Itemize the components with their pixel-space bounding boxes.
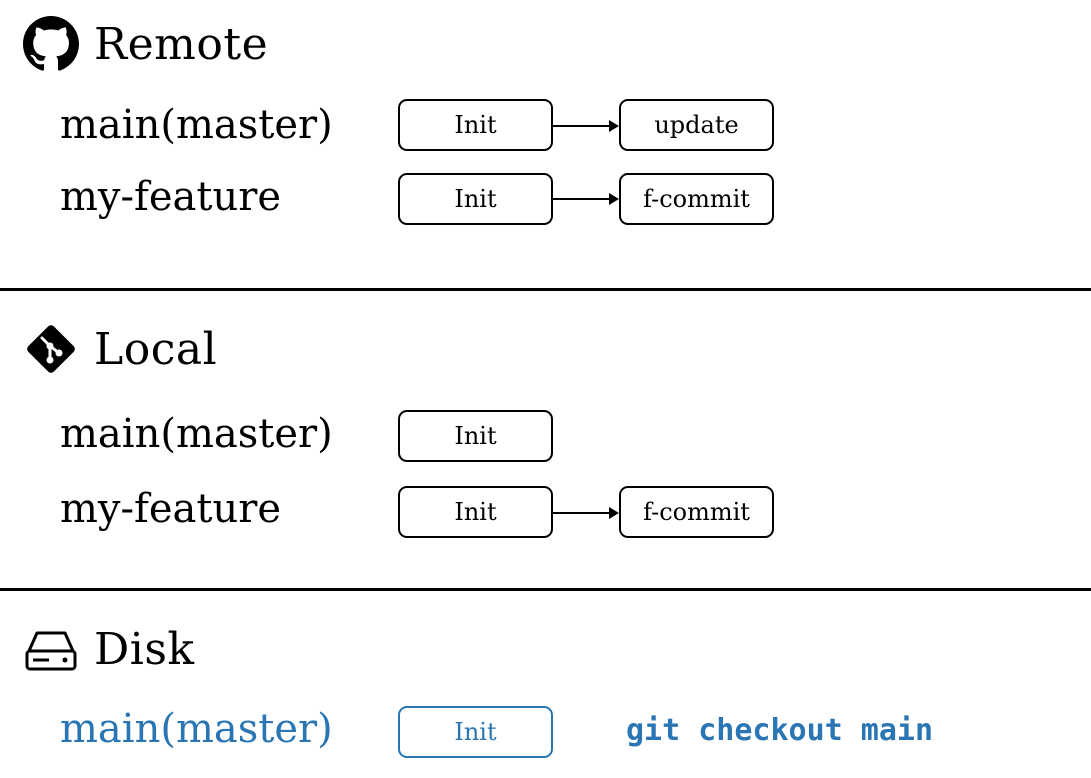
remote-branch-feature-label: my-feature [60, 174, 281, 220]
local-branch-main-label: main(master) [60, 411, 333, 457]
git-icon [22, 320, 80, 378]
github-icon [22, 15, 80, 73]
divider-remote-local [0, 288, 1091, 291]
remote-header: Remote [22, 14, 268, 74]
remote-main-arrow [553, 120, 619, 132]
local-branch-feature-label: my-feature [60, 486, 281, 532]
remote-feature-commit-init: Init [398, 173, 553, 225]
remote-feature-arrow [553, 193, 619, 205]
disk-main-commit-init: Init [398, 706, 553, 758]
remote-main-commit-update: update [619, 99, 774, 151]
remote-title: Remote [94, 18, 269, 70]
local-section: Local main(master) Init my-feature Init … [22, 319, 774, 538]
remote-branch-main-label: main(master) [60, 102, 333, 148]
local-main-commit-init: Init [398, 410, 553, 462]
local-header: Local [22, 319, 217, 379]
disk-title: Disk [94, 623, 195, 675]
divider-local-disk [0, 588, 1091, 591]
disk-header: Disk [22, 619, 195, 679]
local-title: Local [94, 323, 218, 375]
local-feature-arrow [553, 507, 619, 519]
remote-main-commit-init: Init [398, 99, 553, 151]
remote-section: Remote main(master) Init update my-featu… [0, 0, 1091, 290]
local-feature-commit-f: f-commit [619, 486, 774, 538]
local-feature-commit-init: Init [398, 486, 553, 538]
git-checkout-command: git checkout main [626, 713, 934, 748]
remote-feature-commit-f: f-commit [619, 173, 774, 225]
disk-branch-main-label: main(master) [60, 706, 333, 752]
hard-drive-icon [22, 620, 80, 678]
